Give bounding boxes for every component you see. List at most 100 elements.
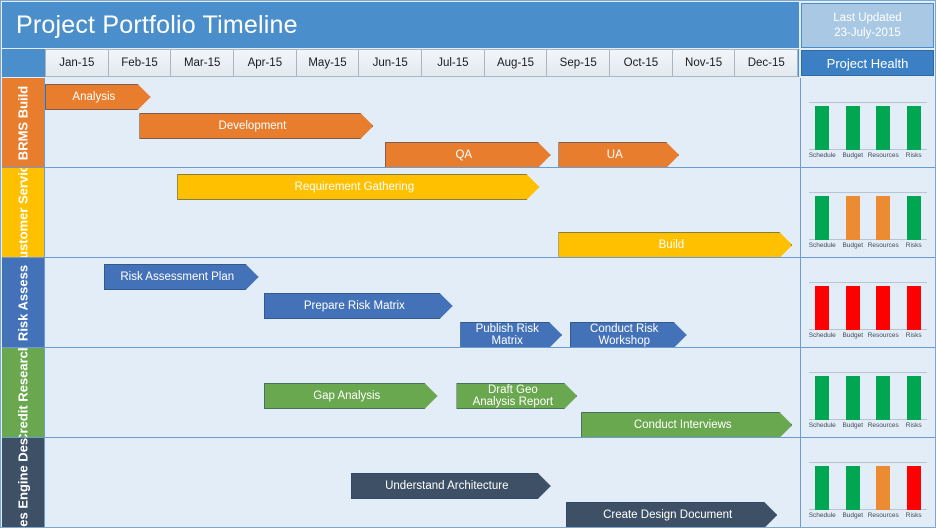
health-status-bar [876,376,891,420]
health-metric-label: Budget [842,512,864,519]
task-bar[interactable]: Understand Architecture [351,473,551,499]
health-metric-label: Resources [867,512,899,519]
health-metric-label: Resources [867,422,899,429]
month-cell-mar-15[interactable]: Mar-15 [170,49,234,77]
row-label-text: Credit Research [15,348,31,437]
task-bar[interactable]: Development [139,113,373,139]
month-cell-sep-15[interactable]: Sep-15 [546,49,610,77]
row-label-customer-service[interactable]: Customer Service [2,168,45,257]
timeline-row: Rules Engine Design Understand Architectu… [2,438,935,527]
health-metric-label: Resources [867,152,899,159]
health-metric-column: Schedule [807,106,837,159]
page-title: Project Portfolio Timeline [16,10,298,39]
task-bar[interactable]: Requirement Gathering [177,174,539,200]
month-cell-feb-15[interactable]: Feb-15 [107,49,171,77]
month-cell-aug-15[interactable]: Aug-15 [483,49,547,77]
health-metric-label: Risks [905,332,922,339]
health-status-bar [876,466,891,510]
task-bar[interactable]: Publish Risk Matrix [460,322,562,347]
health-status-bar [815,286,830,330]
health-metric-column: Schedule [807,466,837,519]
task-bar[interactable]: QA [385,142,551,167]
health-metric-label: Budget [842,422,864,429]
health-metric-column: Schedule [807,286,837,339]
month-cell-dec-15[interactable]: Dec-15 [734,49,799,77]
task-bar[interactable]: Build [558,232,792,257]
health-status-bar [815,376,830,420]
month-cell-apr-15[interactable]: Apr-15 [233,49,296,77]
month-cell-oct-15[interactable]: Oct-15 [609,49,672,77]
health-metric-label: Budget [842,332,864,339]
health-status-bar [845,106,860,150]
health-status-bar [906,376,921,420]
health-metric-label: Schedule [808,152,836,159]
last-updated-label: Last Updated [833,11,902,24]
month-cell-jul-15[interactable]: Jul-15 [421,49,484,77]
health-status-bar [845,466,860,510]
task-bar[interactable]: Risk Assessment Plan [104,264,259,290]
project-health-header: Project Health [801,50,934,76]
task-bar[interactable]: Analysis [45,84,151,110]
health-metric-column: Budget [838,196,868,249]
month-cell-jun-15[interactable]: Jun-15 [358,49,422,77]
task-bar[interactable]: Create Design Document [566,502,777,527]
health-metric-column: Budget [838,106,868,159]
row-label-text: BRMS Build [15,85,31,160]
row-label-text: Customer Service [15,168,31,257]
task-bar[interactable]: UA [558,142,679,167]
health-metric-column: Risks [899,376,929,429]
last-updated-badge: Last Updated 23-July-2015 [801,3,934,48]
month-cell-jan-15[interactable]: Jan-15 [45,49,108,77]
health-status-bar [906,196,921,240]
health-status-bar [906,466,921,510]
health-metric-label: Resources [867,242,899,249]
task-bar[interactable]: Prepare Risk Matrix [264,293,453,319]
task-bar[interactable]: Conduct Risk Workshop [570,322,687,347]
health-metric-column: Risks [899,286,929,339]
row-label-text: Risk Assess [15,264,31,341]
row-label-rules-engine-design[interactable]: Rules Engine Design [2,438,45,527]
health-metric-label: Schedule [808,242,836,249]
health-metric-label: Resources [867,332,899,339]
health-metric-label: Risks [905,152,922,159]
health-status-bar [845,286,860,330]
health-metric-label: Risks [905,512,922,519]
health-metric-column: Budget [838,376,868,429]
row-label-credit-research[interactable]: Credit Research [2,348,45,437]
health-metric-column: Risks [899,106,929,159]
health-status-bar [876,106,891,150]
health-metric-column: Resources [867,286,899,339]
health-metric-column: Budget [838,466,868,519]
header-corner-cell [2,49,45,77]
health-status-bar [906,286,921,330]
health-metric-label: Risks [905,422,922,429]
health-metric-label: Risks [905,242,922,249]
month-cell-may-15[interactable]: May-15 [295,49,359,77]
row-label-brms-build[interactable]: BRMS Build [2,78,45,167]
health-metric-label: Schedule [808,512,836,519]
task-bar[interactable]: Gap Analysis [264,383,438,409]
row-label-risk-assess[interactable]: Risk Assess [2,258,45,347]
month-cell-nov-15[interactable]: Nov-15 [671,49,735,77]
health-metric-label: Schedule [808,332,836,339]
health-status-bar [815,196,830,240]
task-bar[interactable]: Draft Geo Analysis Report [456,383,577,409]
health-metric-column: Risks [899,196,929,249]
health-metric-column: Resources [867,376,899,429]
health-status-bar [815,466,830,510]
health-metric-column: Resources [867,106,899,159]
timeline-row: Credit Research Gap Analysis Draft Geo Ana… [2,348,935,438]
task-bar[interactable]: Conduct Interviews [581,412,792,437]
health-metric-column: Schedule [807,196,837,249]
